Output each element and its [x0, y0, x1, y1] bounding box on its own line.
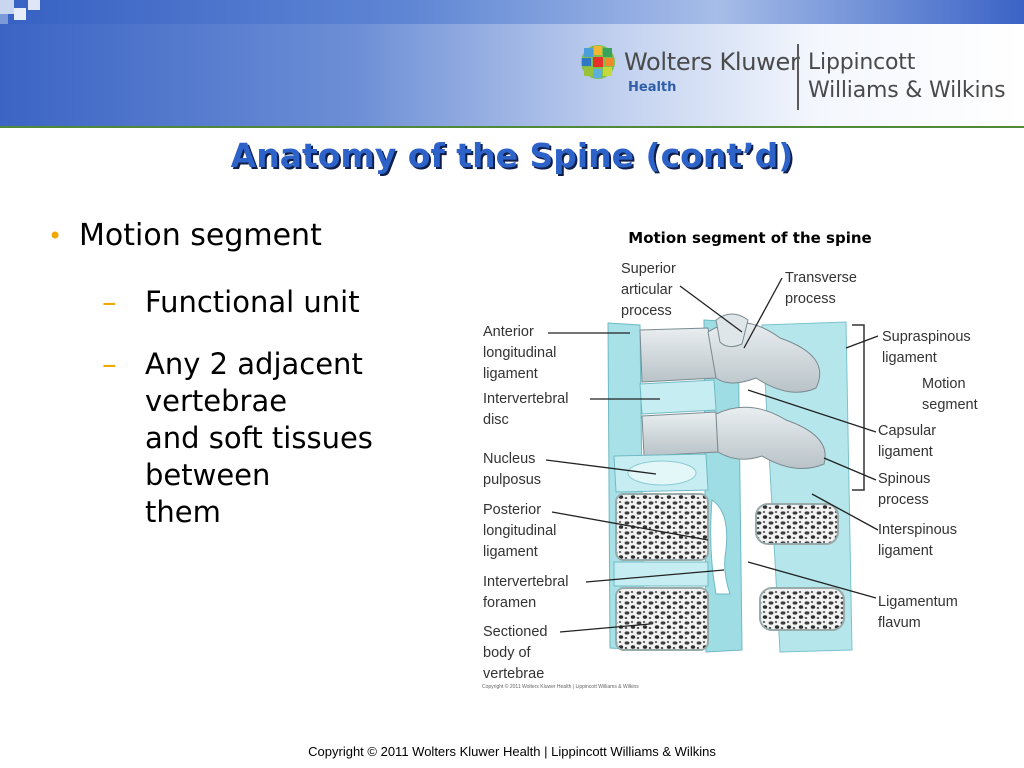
label-line: longitudinal [483, 523, 557, 539]
label-line: Transverse [785, 270, 857, 286]
sub-bullet-line: them [145, 495, 221, 529]
label-motion-segment: Motion segment [922, 374, 978, 416]
spinous-process-section [759, 587, 845, 631]
label-transverse-process: Transverse process [785, 268, 857, 310]
label-line: pulposus [483, 472, 542, 488]
label-line: Supraspinous [882, 329, 971, 345]
label-capsular-ligament: Capsular ligament [878, 421, 936, 463]
label-spinous-process: Spinous process [878, 469, 930, 511]
header-decor-square [14, 8, 26, 20]
dash-icon: – [102, 285, 117, 319]
label-nucleus-pulposus: Nucleus pulposus [483, 449, 541, 491]
nucleus-pulposus-shape [627, 460, 697, 486]
label-ligamentum-flavum: Ligamentum flavum [878, 592, 958, 634]
label-line: ligament [878, 444, 933, 460]
spine-illustration [545, 277, 879, 653]
label-line: flavum [878, 615, 921, 631]
superior-articular-shape [715, 313, 749, 348]
sub-bullet-line: Any 2 adjacent [145, 347, 363, 381]
label-line: process [785, 291, 836, 307]
figure-copyright: Copyright © 2011 Wolters Kluwer Health |… [482, 684, 639, 690]
sectioned-vertebra-shape [615, 493, 709, 561]
label-line: disc [483, 412, 509, 428]
label-line: Capsular [878, 423, 937, 439]
label-line: Spinous [878, 471, 931, 487]
bullet-text: Motion segment [79, 218, 322, 253]
logo-divider [797, 44, 799, 110]
label-line: foramen [483, 595, 537, 611]
wolters-kluwer-logo-icon [581, 45, 615, 79]
sub-bullet-text: Functional unit [145, 285, 360, 319]
dash-icon: – [102, 347, 117, 381]
label-sectioned-body: Sectioned body of vertebrae [483, 622, 548, 685]
header-decor-square [0, 0, 14, 14]
slide-title: Anatomy of the Spine (cont’d) [230, 136, 794, 175]
label-interspinous-ligament: Interspinous ligament [878, 520, 957, 562]
label-intervertebral-disc: Intervertebral disc [483, 389, 568, 431]
label-posterior-longitudinal-ligament: Posterior longitudinal ligament [483, 500, 556, 563]
label-line: Interspinous [878, 522, 957, 538]
publisher-logo: Wolters Kluwer Health Lippincott William… [578, 38, 1024, 120]
label-supraspinous-ligament: Supraspinous ligament [882, 327, 971, 369]
leader-lines [545, 277, 879, 633]
label-line: ligament [882, 350, 937, 366]
slide-footer-copyright: Copyright © 2011 Wolters Kluwer Health |… [308, 744, 716, 759]
lower-disc-shape [613, 561, 709, 587]
slide-header-banner: Wolters Kluwer Health Lippincott William… [0, 0, 1024, 128]
label-superior-articular-process: Superior articular process [621, 259, 676, 322]
publisher-name: Wolters Kluwer [624, 48, 800, 76]
upper-vertebra-shape [639, 327, 717, 383]
sub-bullet-line: and soft tissues [145, 421, 373, 455]
sub-bullet-line: between [145, 458, 271, 492]
figure-caption: Motion segment of the spine [628, 229, 872, 247]
spine-motion-segment-figure: Superior articular process Transverse pr… [480, 250, 1020, 695]
middle-vertebra-shape [641, 411, 719, 457]
label-line: Motion [922, 376, 966, 392]
header-decor-square [0, 14, 8, 24]
label-line: Anterior [483, 324, 534, 340]
label-line: body of [483, 645, 531, 661]
imprint-name-line1: Lippincott [808, 50, 916, 75]
label-line: Ligamentum [878, 594, 958, 610]
label-line: articular [621, 282, 673, 298]
header-divider-line [0, 126, 1024, 128]
label-line: Posterior [483, 502, 542, 518]
bullet-dot-icon: • [48, 222, 63, 250]
sub-bullet-text: Any 2 adjacent vertebrae and soft tissue… [145, 346, 373, 531]
label-line: Intervertebral [483, 574, 569, 590]
header-top-band [0, 0, 1024, 24]
sub-bullet-line: vertebrae [145, 384, 288, 418]
label-line: process [621, 303, 672, 319]
label-line: Sectioned [483, 624, 548, 640]
label-line: process [878, 492, 929, 508]
header-decor-square [28, 0, 40, 10]
middle-process-shape [715, 406, 826, 469]
sectioned-vertebra-shape [615, 587, 709, 651]
label-intervertebral-foramen: Intervertebral foramen [483, 572, 568, 614]
label-line: vertebrae [483, 666, 545, 682]
label-anterior-longitudinal-ligament: Anterior longitudinal ligament [483, 322, 556, 385]
upper-disc-shape [639, 379, 717, 415]
label-line: Nucleus [483, 451, 536, 467]
label-line: ligament [878, 543, 933, 559]
label-line: ligament [483, 544, 538, 560]
label-line: ligament [483, 366, 538, 382]
label-line: longitudinal [483, 345, 557, 361]
label-line: Superior [621, 261, 676, 277]
motion-segment-bracket [852, 324, 865, 491]
publisher-subname: Health [628, 80, 677, 95]
label-line: Intervertebral [483, 391, 569, 407]
label-line: segment [922, 397, 978, 413]
spinous-process-section [755, 503, 839, 545]
imprint-name-line2: Williams & Wilkins [808, 78, 1006, 103]
